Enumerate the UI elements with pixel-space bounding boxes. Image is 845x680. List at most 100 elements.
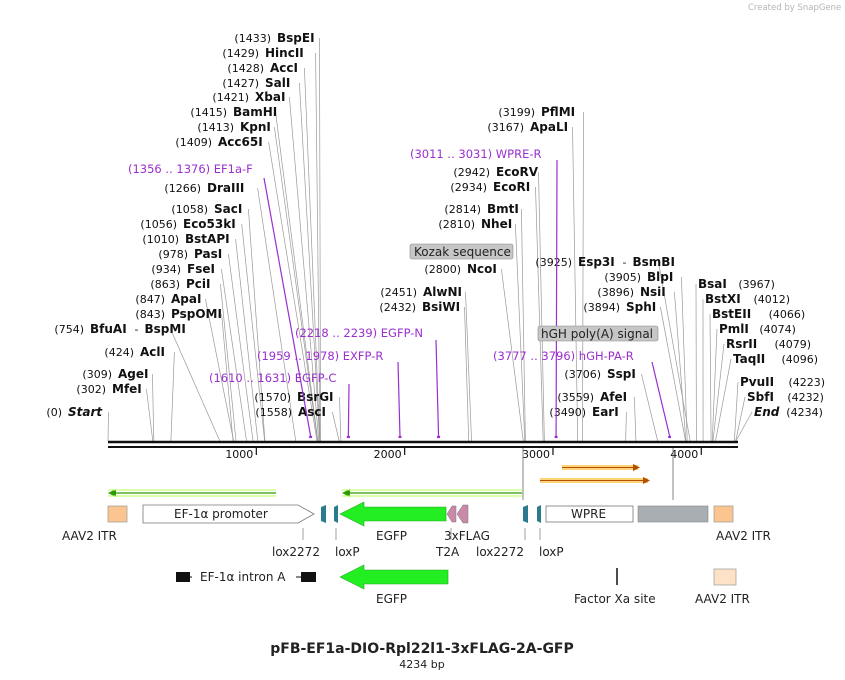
site-leader: [319, 37, 321, 442]
site-position: (3490): [549, 406, 586, 419]
site-name: BstEII: [712, 307, 751, 321]
site-leader: [465, 291, 472, 442]
aav2-itr-row2: AAV2 ITR: [695, 568, 750, 606]
site-name: Acc65I: [218, 135, 263, 149]
scale-tick-label: 4000: [670, 448, 698, 461]
site-leader: [107, 411, 109, 442]
site-taqii: TaqII(4096): [733, 352, 818, 366]
site-position: (3559): [557, 391, 594, 404]
site-name: BfuAI: [90, 322, 127, 336]
site-start: Start(0): [46, 405, 103, 419]
site-leader: [712, 343, 725, 442]
site-name: KpnI: [240, 120, 271, 134]
site-name: DraIII: [207, 181, 244, 195]
site-position: (4232): [787, 391, 824, 404]
site-name: AlwNI: [423, 285, 462, 299]
site-afei: AfeI (3559): [557, 390, 627, 404]
site-name: NheI: [481, 217, 512, 231]
site-leader: [572, 126, 579, 442]
site-position: (1409): [175, 136, 212, 149]
site-name: BstXI: [705, 292, 741, 306]
site-name: BlpI: [647, 270, 673, 284]
site-position: (309): [82, 368, 112, 381]
egfp-feature-label: EGFP: [376, 529, 407, 543]
aav2-itr-right: AAV2 ITR: [713, 505, 771, 543]
site-leader: [515, 223, 526, 442]
site-xbai: XbaI(1421): [212, 90, 285, 104]
scale-tick-label: 2000: [374, 448, 402, 461]
site-position: (1421): [212, 91, 249, 104]
site-leader: [711, 328, 718, 442]
site-name: MfeI: [112, 382, 142, 396]
site-position: (843): [135, 308, 165, 321]
site-name: PflMI: [541, 105, 575, 119]
site-position: (2800): [424, 263, 461, 276]
site-name: AscI: [298, 405, 326, 419]
site-position: (0): [46, 406, 62, 419]
lox2272-left-label: lox2272: [272, 545, 320, 559]
site-bmti: BmtI(2814): [444, 202, 518, 216]
site-name: AclI: [140, 345, 165, 359]
primer-label: (3777 .. 3796) hGH-PA-R: [493, 349, 634, 363]
wpre-feature: WPRE: [545, 505, 634, 523]
site-name: BamHI: [233, 105, 277, 119]
site-leader: [299, 82, 321, 442]
orf-arrow-orange-2: [540, 477, 650, 484]
site-name: PciI: [186, 277, 211, 291]
lox2272-left: lox2272: [272, 505, 326, 559]
primer-0: (1356 .. 1376) EF1a-F: [128, 162, 313, 439]
site-leader: [625, 411, 627, 442]
site-name: AfeI: [600, 390, 627, 404]
site-name: TaqII: [733, 352, 765, 366]
site-leader: [681, 276, 688, 442]
site-position: (2810): [438, 218, 475, 231]
site-position: (847): [135, 293, 165, 306]
site-leader: [304, 67, 321, 442]
egfp-orf-label: EGFP: [376, 592, 407, 606]
site-end: End(4234): [754, 405, 823, 419]
primer-4: (3011 .. 3031) WPRE-R: [410, 147, 558, 439]
site-leader: [734, 381, 739, 442]
restriction-site-labels: BspEI(1433)HincII(1429)AccI(1428)SalI(14…: [46, 31, 825, 419]
site-name: AgeI: [118, 367, 148, 381]
site-name: AccI: [270, 61, 298, 75]
site-position: (2934): [450, 181, 487, 194]
site-position: (4234): [786, 406, 823, 419]
site-nhei: NheI (2810): [438, 217, 512, 231]
site-apali: ApaLI(3167): [487, 120, 568, 134]
site-sali: SalI(1427): [222, 76, 290, 90]
site-leader: [339, 396, 342, 442]
primer-leader: [555, 159, 558, 437]
loxp-left: loxP: [334, 505, 360, 559]
loxp-right-label: loxP: [539, 545, 564, 559]
site-leader: [315, 52, 321, 442]
site-leader: [274, 126, 318, 442]
site-agei: AgeI (309): [82, 367, 148, 381]
site-name-2: BspMI: [145, 322, 186, 336]
site-name: RsrII: [726, 337, 757, 351]
primer-label: (2218 .. 2239) EGFP-N: [295, 326, 423, 340]
site-name: FseI: [187, 262, 215, 276]
site-name: BsrGI: [297, 390, 334, 404]
site-pasi: PasI(978): [158, 247, 222, 261]
site-name: BmtI: [487, 202, 519, 216]
sequence-backbone: [108, 440, 738, 448]
scale-tick-label: 1000: [225, 448, 253, 461]
site-pflmi: PflMI(3199): [498, 105, 575, 119]
site-position: (1558): [255, 406, 292, 419]
site-leader: [170, 351, 175, 442]
site-leader: [170, 328, 221, 442]
site-leader: [152, 373, 155, 442]
site-sbfi: SbfI(4232): [747, 390, 824, 404]
site-name: EcoRV: [496, 165, 539, 179]
site-name: SphI: [626, 300, 656, 314]
site-position: (424): [104, 346, 134, 359]
site-position: (1427): [222, 77, 259, 90]
site-position: (1570): [254, 391, 291, 404]
plasmid-length: 4234 bp: [399, 658, 444, 671]
primer-label: (1356 .. 1376) EF1a-F: [128, 162, 253, 176]
site-position: (4079): [775, 338, 812, 351]
site-alwni: AlwNI(2451): [380, 285, 462, 299]
snapgene-credit: Created by SnapGene: [748, 3, 841, 13]
site-leader: [332, 411, 340, 442]
